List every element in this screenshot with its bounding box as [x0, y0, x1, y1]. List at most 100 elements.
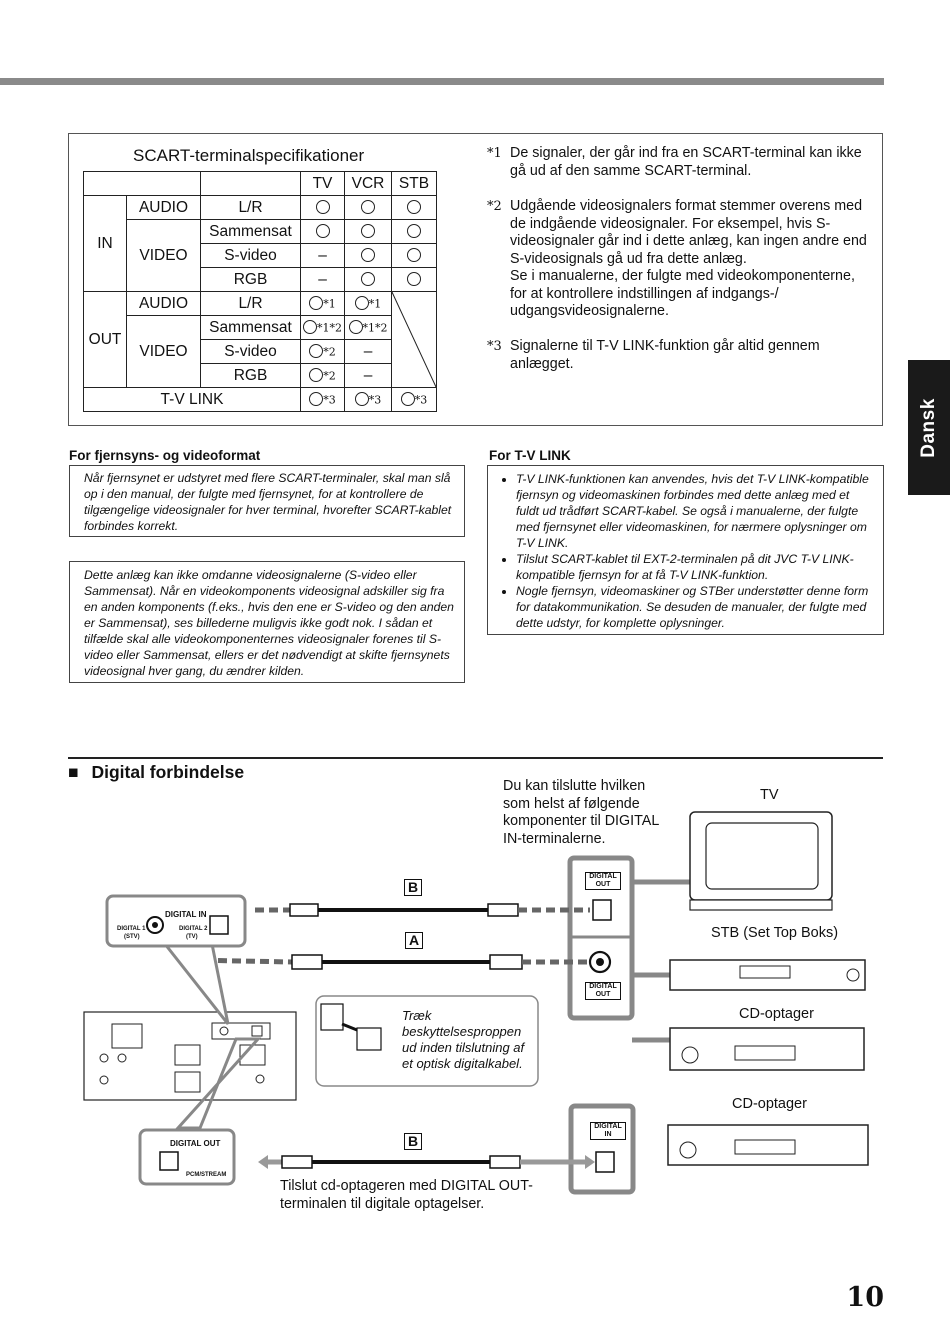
- circle-icon: [315, 200, 330, 215]
- label-line: IN: [604, 1131, 612, 1138]
- top-rule: [0, 78, 884, 85]
- note-mark: *3: [414, 392, 428, 406]
- jack-icon: [255, 1074, 265, 1084]
- rgb-label: RGB: [200, 267, 301, 292]
- tvlink-list: T-V LINK-funktionen kan anvendes, hvis d…: [500, 471, 873, 631]
- tv-format-text-1: Når fjernsynet er udstyret med flere SCA…: [84, 471, 452, 533]
- bullet-icon: ■: [68, 762, 79, 782]
- cable-label-a: A: [405, 932, 424, 949]
- footnote-mark: *2: [487, 199, 502, 214]
- tv-format-box-2: Dette anlæg kan ikke omdanne videosignal…: [69, 561, 465, 683]
- circle-icon: [354, 296, 369, 311]
- footnote-mark: *3: [487, 339, 502, 354]
- circle-icon: [309, 344, 324, 359]
- list-item: T-V LINK-funktionen kan anvendes, hvis d…: [516, 471, 873, 551]
- digital-1-sub-label: (STV): [124, 934, 140, 940]
- footnote-1: *1 De signaler, der går ind fra en SCART…: [487, 145, 867, 180]
- tvlink-box: T-V LINK-funktionen kan anvendes, hvis d…: [487, 465, 884, 635]
- footnote-text: Udgående videosignalers format stemmer o…: [510, 198, 867, 267]
- label-line: DIGITAL: [594, 1123, 622, 1130]
- diagonal-line: [392, 292, 436, 387]
- circle-icon: [348, 320, 363, 335]
- tv-format-box-1: Når fjernsynet er udstyret med flere SCA…: [69, 465, 465, 537]
- dash: –: [344, 363, 392, 388]
- pull-cap-caption: Træk beskyttelsesproppen ud inden tilslu…: [402, 1008, 525, 1071]
- note-mark: *3: [368, 392, 382, 406]
- footnote-text: Se i manualerne, der fulgte med videokom…: [510, 268, 855, 319]
- bottom-note: Tilslut cd-optageren med DIGITAL OUT-ter…: [280, 1178, 533, 1212]
- list-item: Nogle fjernsyn, videomaskiner og STBer u…: [516, 583, 873, 631]
- pull-cap-panel: [315, 995, 539, 1087]
- circle-icon: [400, 392, 415, 407]
- header-vcr: VCR: [344, 171, 392, 196]
- cable-label-b: B: [404, 879, 423, 896]
- label-line: DIGITAL: [589, 873, 617, 880]
- circle-icon: [361, 272, 375, 287]
- circle-icon: [303, 320, 317, 335]
- section-title: ■ Digital forbindelse: [68, 762, 244, 783]
- jack-icon: [99, 1075, 109, 1085]
- language-tab: Dansk: [908, 360, 950, 495]
- terminal-block: [111, 1023, 143, 1049]
- digital-1-label: DIGITAL 1: [117, 926, 146, 932]
- section-title-text: Digital forbindelse: [91, 762, 245, 782]
- footnote-mark: *1: [487, 146, 502, 161]
- video-out-label: VIDEO: [126, 315, 201, 388]
- sammensat-label: Sammensat: [200, 315, 301, 340]
- optical-terminal-icon: [320, 1003, 344, 1031]
- cable-plug: [489, 954, 523, 970]
- note-mark: *3: [323, 392, 336, 406]
- stb-icon: [669, 959, 866, 991]
- circle-icon: [309, 296, 324, 311]
- optical-jack-icon: [595, 1151, 615, 1173]
- note-mark: *1*2: [362, 320, 388, 334]
- audio-in-label: AUDIO: [126, 195, 201, 220]
- digital-out-label: DIGITAL OUT: [168, 1139, 223, 1148]
- circle-icon: [407, 200, 421, 215]
- label-line: OUT: [595, 881, 611, 888]
- jack-icon: [99, 1053, 109, 1063]
- cable-plug: [281, 1155, 313, 1169]
- tv-format-text-2: Dette anlæg kan ikke omdanne videosignal…: [84, 568, 454, 678]
- note-mark: *1: [368, 296, 382, 310]
- lr-label: L/R: [200, 195, 301, 220]
- label-line: OUT: [595, 991, 611, 998]
- spec-frame: [68, 133, 883, 426]
- coax-jack-icon: [152, 922, 158, 928]
- video-in-label: VIDEO: [126, 219, 201, 292]
- arrow-icon: [258, 1155, 268, 1169]
- svideo-label: S-video: [200, 339, 301, 364]
- stb-label: STB (Set Top Boks): [711, 925, 839, 941]
- digital-2-sub-label: (TV): [186, 934, 198, 940]
- cable-plug: [289, 903, 319, 917]
- header-stb: STB: [391, 171, 437, 196]
- stb-out-empty: [391, 291, 437, 388]
- circle-icon: [407, 248, 421, 263]
- circle-icon: [407, 224, 421, 239]
- optical-jack-icon: [209, 915, 229, 935]
- cd-recorder-1-label: CD-optager: [739, 1006, 814, 1022]
- arrow-icon: [341, 1022, 358, 1032]
- digital-in-label: DIGITAL IN: [163, 910, 209, 919]
- audio-out-label: AUDIO: [126, 291, 201, 316]
- circle-icon: [309, 392, 324, 407]
- optical-jack-icon: [159, 1151, 179, 1171]
- cable-plug: [291, 954, 323, 970]
- cd-tray: [734, 1139, 796, 1155]
- sammensat-label: Sammensat: [200, 219, 301, 244]
- digital-in-jacks: [211, 1022, 271, 1040]
- footnote-3: *3 Signalerne til T-V LINK-funktion går …: [487, 338, 867, 373]
- cable-plug: [489, 1155, 521, 1169]
- cable-label-b: B: [404, 1133, 423, 1150]
- optical-jack-icon: [592, 899, 612, 921]
- circle-icon: [354, 392, 369, 407]
- section-rule: [68, 757, 883, 759]
- knob-icon: [679, 1141, 697, 1159]
- list-item: Tilslut SCART-kablet til EXT-2-terminale…: [516, 551, 873, 583]
- circle-icon: [361, 224, 375, 239]
- tv-base: [689, 899, 833, 911]
